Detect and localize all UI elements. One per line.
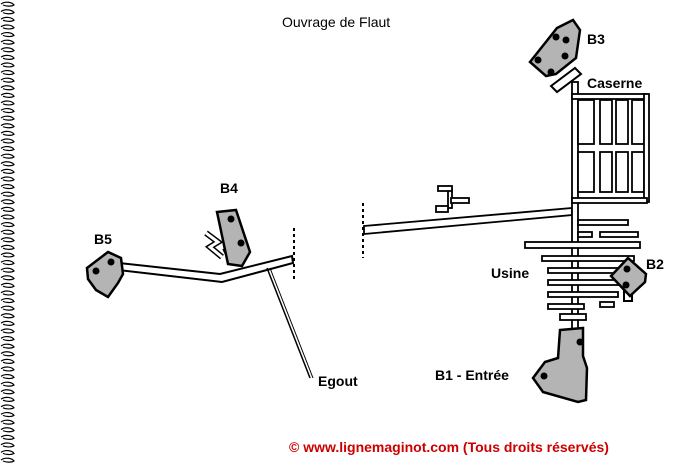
copyright-notice: © www.lignemaginot.com (Tous droits rése… [289, 439, 609, 455]
spiral-ring [0, 351, 15, 357]
spiral-ring [0, 442, 15, 448]
east-galleries [363, 81, 650, 333]
spiral-ring [0, 206, 15, 212]
label-caserne: Caserne [587, 75, 643, 91]
egout-pipe [266, 267, 311, 379]
label-usine: Usine [491, 265, 530, 281]
block-b5-shape [85, 250, 125, 299]
label-egout: Egout [318, 373, 358, 389]
spiral-ring [0, 419, 15, 425]
spiral-ring [0, 146, 15, 152]
spiral-ring [0, 130, 15, 136]
label-b2: B2 [646, 256, 664, 272]
spiral-ring [0, 328, 15, 334]
spiral-ring [0, 54, 15, 60]
spiral-ring [0, 70, 15, 76]
spiral-ring [0, 153, 15, 159]
spiral-ring [0, 138, 15, 144]
label-b5: B5 [94, 231, 112, 247]
spiral-ring [0, 298, 15, 304]
spiral-ring [0, 389, 15, 395]
spiral-ring [0, 115, 15, 121]
west-gallery [109, 254, 295, 284]
spiral-ring [0, 176, 15, 182]
plan-title: Ouvrage de Flaut [282, 14, 391, 30]
spiral-ring [0, 123, 15, 129]
spiral-ring [0, 275, 15, 281]
spiral-ring [0, 47, 15, 53]
spiral-ring [0, 366, 15, 372]
spiral-ring [0, 229, 15, 235]
spiral-ring [0, 24, 15, 30]
spiral-ring [0, 320, 15, 326]
spiral-ring [0, 244, 15, 250]
spiral-ring [0, 85, 15, 91]
spiral-ring [0, 32, 15, 38]
spiral-binding [0, 1, 15, 463]
spiral-ring [0, 343, 15, 349]
spiral-ring [0, 434, 15, 440]
spiral-ring [0, 412, 15, 418]
label-b4: B4 [220, 180, 238, 196]
spiral-ring [0, 39, 15, 45]
spiral-ring [0, 100, 15, 106]
spiral-ring [0, 267, 15, 273]
spiral-ring [0, 199, 15, 205]
block-b3-shape [528, 18, 583, 94]
spiral-ring [0, 313, 15, 319]
spiral-ring [0, 457, 15, 463]
block-b2-shape [609, 256, 648, 302]
spiral-ring [0, 396, 15, 402]
spiral-ring [0, 374, 15, 380]
spiral-ring [0, 16, 15, 22]
spiral-ring [0, 381, 15, 387]
spiral-ring [0, 427, 15, 433]
spiral-ring [0, 62, 15, 68]
block-b1-shape [531, 326, 589, 404]
spiral-ring [0, 1, 15, 7]
spiral-ring [0, 191, 15, 197]
label-b3: B3 [587, 31, 605, 47]
spiral-ring [0, 9, 15, 15]
spiral-ring [0, 290, 15, 296]
spiral-ring [0, 282, 15, 288]
spiral-ring [0, 252, 15, 258]
spiral-ring [0, 305, 15, 311]
spiral-ring [0, 77, 15, 83]
spiral-ring [0, 214, 15, 220]
spiral-ring [0, 161, 15, 167]
spiral-ring [0, 404, 15, 410]
spiral-ring [0, 108, 15, 114]
spiral-ring [0, 336, 15, 342]
egout-pipe-inner [269, 267, 314, 379]
spiral-ring [0, 358, 15, 364]
label-b1-entree: B1 - Entrée [435, 367, 509, 383]
spiral-ring [0, 450, 15, 456]
spiral-ring [0, 184, 15, 190]
block-b4-shape [204, 208, 252, 268]
spiral-ring [0, 168, 15, 174]
spiral-ring [0, 260, 15, 266]
spiral-ring [0, 92, 15, 98]
spiral-ring [0, 222, 15, 228]
spiral-ring [0, 237, 15, 243]
